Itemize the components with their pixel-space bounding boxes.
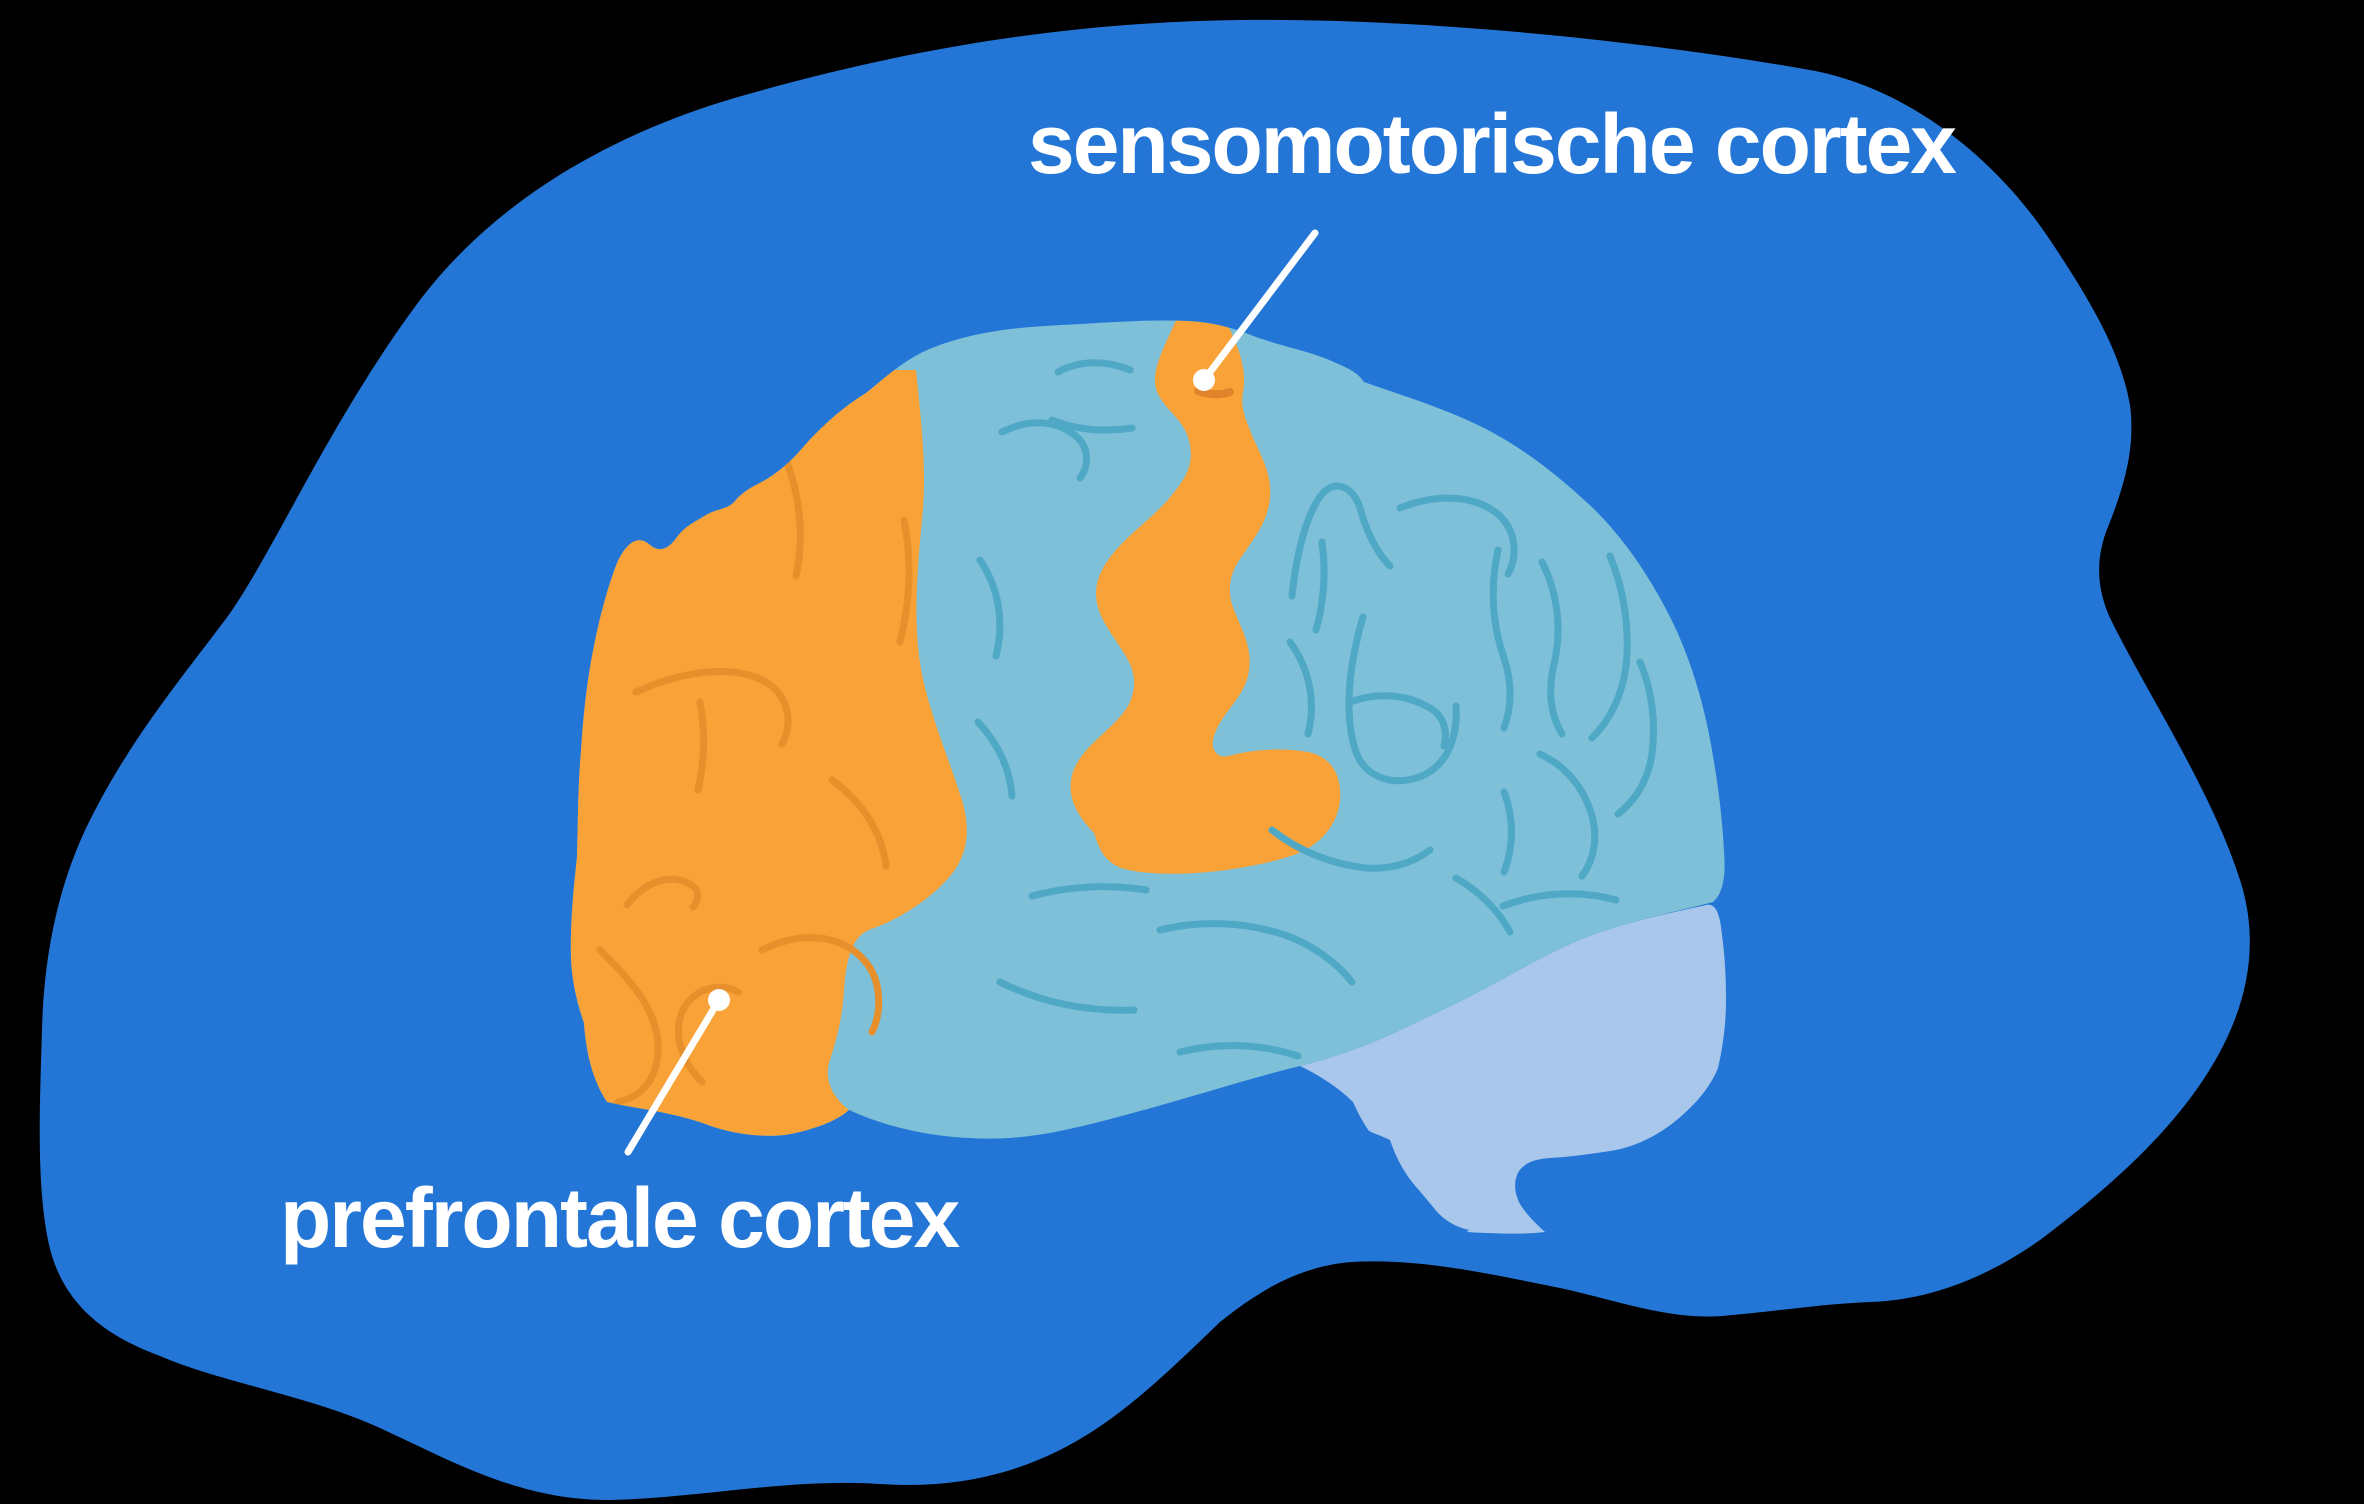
leader-prefrontal [624,989,730,1156]
leader-dot-sensorimotor [1193,369,1215,391]
gyrus-line [1176,1042,1302,1060]
gyrus-line [674,983,742,1086]
gyrus-line [1156,920,1356,986]
gyrus-line [1312,538,1328,634]
gyrus-line [623,875,701,911]
sensorimotor-cortex-region [1070,320,1341,874]
gyrus-line [1346,692,1449,750]
sensorimotor-inner-line [1194,387,1234,399]
prefrontal-cortex-region [570,370,967,1136]
gyrus-line [1489,546,1514,732]
label-prefrontal-cortex: prefrontale cortex [280,1171,960,1265]
gyrus-line [1048,416,1136,434]
cerebellum-shape [1300,904,1726,1234]
gyrus-line [1396,494,1518,578]
gyrus-line [1286,638,1315,738]
gyrus-line [1028,883,1150,900]
label-sensorimotor-cortex: sensomotorische cortex [1028,97,1957,191]
gyrus-line [996,978,1138,1014]
gyrus-line [596,946,662,1106]
gyrus-line [1536,750,1599,880]
gyrus-line [1499,890,1620,910]
gyrus-line [998,419,1090,482]
gyrus-line [896,516,913,646]
gyrus-line [1614,658,1657,818]
gyrus-line [1452,874,1514,936]
cortex-gyri-lines [974,359,1657,1060]
gyrus-line [1588,552,1631,742]
gyrus-line [1268,826,1434,872]
gyrus-line [632,668,792,748]
gyrus-line [1538,558,1566,738]
gyrus-line [1054,359,1134,376]
gyrus-line [1288,482,1394,600]
gyrus-line [974,718,1016,800]
gyrus-line [1500,788,1515,876]
gyrus-line [1345,613,1460,785]
gyrus-line [694,698,708,794]
gyrus-line [758,934,883,1036]
gyrus-line [976,556,1004,660]
leader-sensorimotor [1193,229,1319,391]
leader-line-sensorimotor [1200,229,1319,384]
gyrus-line [828,776,890,870]
leader-dot-prefrontal [708,989,730,1011]
leader-line-prefrontal [624,996,723,1156]
prefrontal-gyri-lines [596,420,913,1106]
